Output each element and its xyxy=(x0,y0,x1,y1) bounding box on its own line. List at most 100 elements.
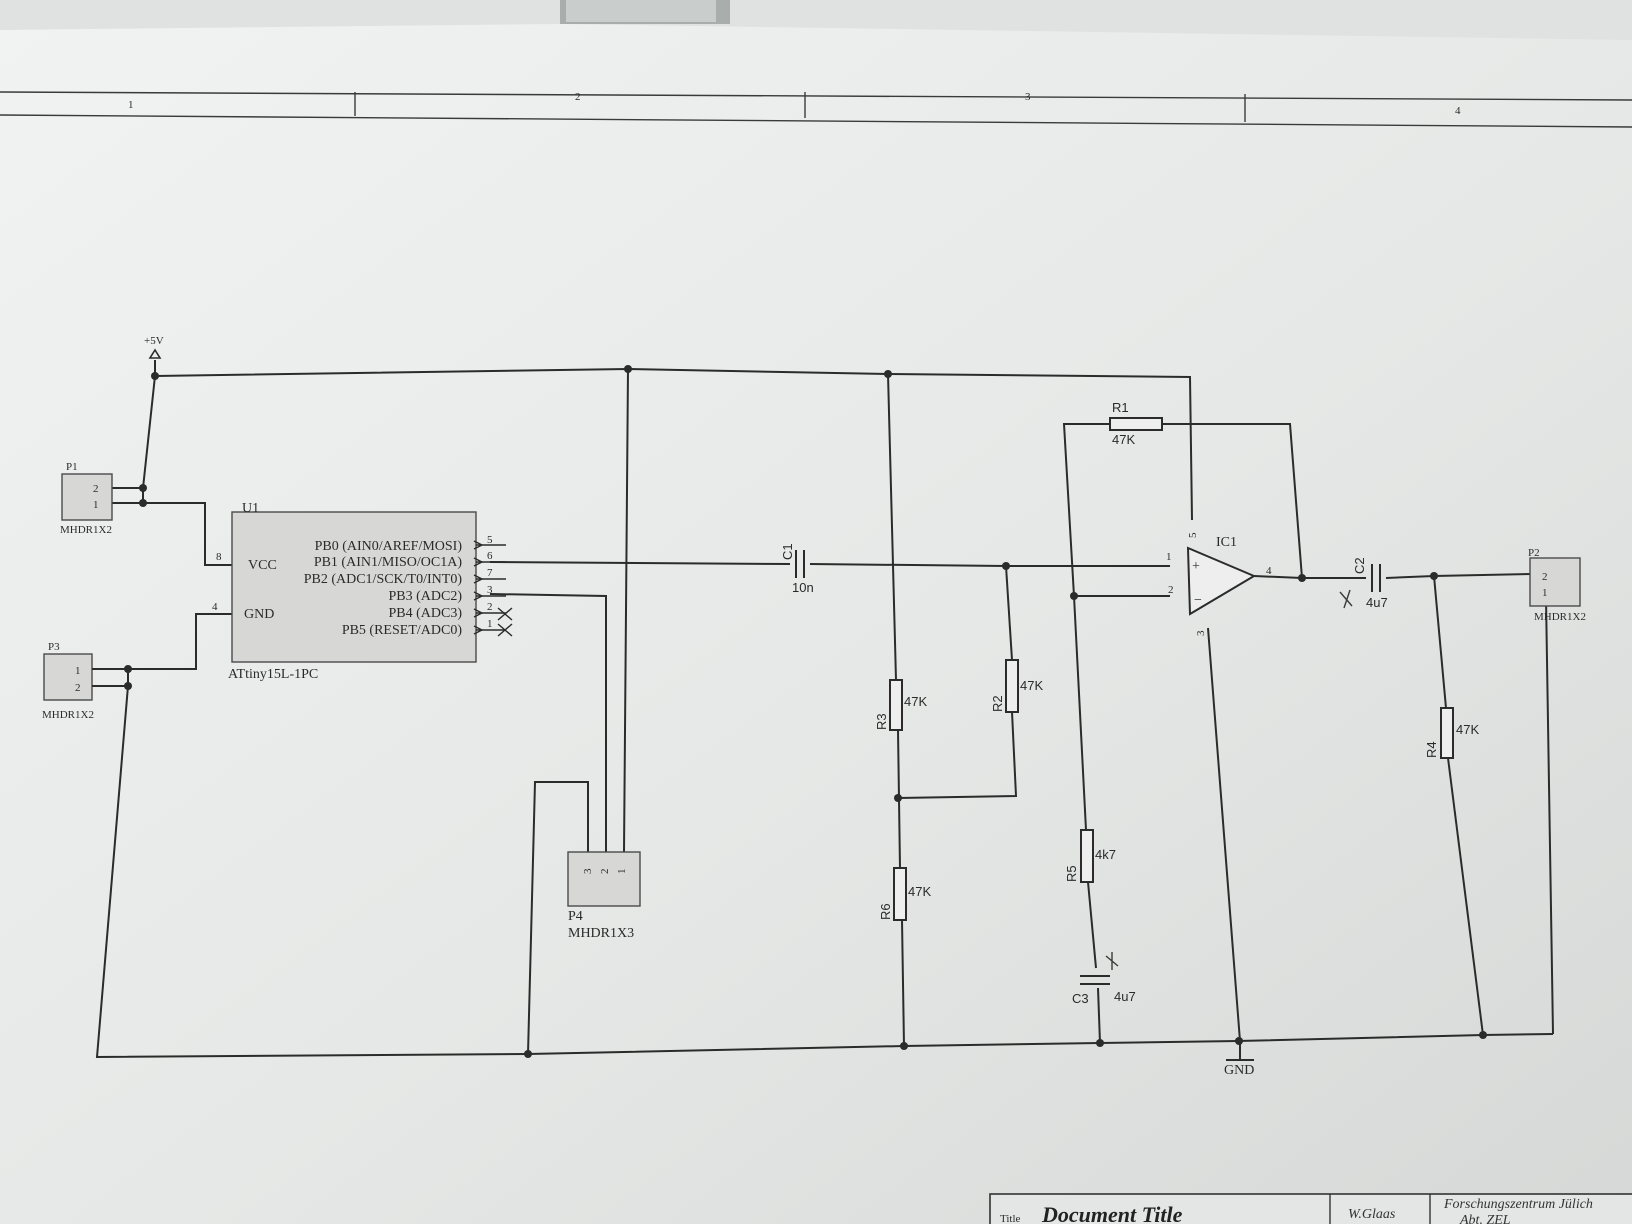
c3-value: 4u7 xyxy=(1114,989,1136,1004)
u1-pb5: PB5 (RESET/ADC0) xyxy=(342,623,463,638)
resistor-r5: R5 4k7 xyxy=(1064,829,1116,883)
ic1-pin5: 5 xyxy=(1187,532,1199,538)
c2-ref: C2 xyxy=(1352,557,1367,574)
u1-pin3: 3 xyxy=(487,584,493,596)
zone-label-1: 1 xyxy=(128,99,134,111)
r4-ref: R4 xyxy=(1424,741,1439,758)
zone-label-3: 3 xyxy=(1025,91,1031,103)
u1-pb0: PB0 (AIN0/AREF/MOSI) xyxy=(315,539,463,554)
r5-ref: R5 xyxy=(1064,865,1079,882)
p1-pin-1: 1 xyxy=(93,499,99,511)
r3-value: 47K xyxy=(904,694,927,709)
u1-pb3: PB3 (ADC2) xyxy=(388,589,462,604)
u1-gnd-num: 4 xyxy=(212,601,218,613)
ic1-pin1: 1 xyxy=(1166,551,1172,563)
u1-vcc-pin: VCC xyxy=(248,558,277,573)
document-title: Document Title xyxy=(1041,1202,1183,1224)
u1-pb1: PB1 (AIN1/MISO/OC1A) xyxy=(314,555,463,570)
pb3-to-p4-wire xyxy=(489,593,607,852)
u1-pin1: 1 xyxy=(487,618,493,630)
paper-sheet xyxy=(0,24,1632,1224)
capacitor-c1: C1 10n xyxy=(780,543,814,595)
junctions xyxy=(124,365,1487,1058)
author: W.Glaas xyxy=(1348,1207,1396,1222)
u1-value: ATtiny15L-1PC xyxy=(228,667,318,682)
vcc-drop-wire xyxy=(142,360,156,503)
r3-ref: R3 xyxy=(874,713,889,730)
r4-value: 47K xyxy=(1456,722,1479,737)
p1-value: MHDR1X2 xyxy=(60,524,112,536)
ic1-pin3: 3 xyxy=(1195,630,1207,636)
p2-pin-1: 1 xyxy=(1542,587,1548,599)
connector-p1: 2 1 P1 MHDR1X2 xyxy=(60,461,113,536)
ic1-pin4: 4 xyxy=(1266,565,1272,577)
p3-pin-1: 1 xyxy=(75,665,81,677)
u1-pb4: PB4 (ADC3) xyxy=(388,606,462,621)
u1-pin7: 7 xyxy=(487,567,493,579)
u1-ref: U1 xyxy=(242,501,259,516)
r2-ref: R2 xyxy=(990,695,1005,712)
vcc-to-p4-wire xyxy=(623,368,629,853)
department: Abt. ZEL xyxy=(1459,1213,1511,1224)
gnd-symbol: GND xyxy=(1224,1059,1254,1078)
p4-pin-1: 1 xyxy=(616,869,628,875)
frame-zone-ruler: 1 2 3 4 xyxy=(0,91,1632,128)
resistor-r4: R4 47K xyxy=(1424,707,1479,759)
p4-pin-3: 3 xyxy=(582,868,594,874)
connector-p2: 2 1 P2 MHDR1X2 xyxy=(1528,547,1586,623)
p4-pin-2: 2 xyxy=(599,869,611,875)
resistor-r6: R6 47K xyxy=(878,867,931,921)
c1-ref: C1 xyxy=(780,543,795,560)
p4-gnd-wire xyxy=(527,781,589,1055)
r5-value: 4k7 xyxy=(1095,847,1116,862)
connector-p4: 3 2 1 P4 MHDR1X3 xyxy=(567,851,641,941)
p4-ref: P4 xyxy=(568,909,583,924)
c3-ref: C3 xyxy=(1072,991,1089,1006)
wires xyxy=(95,360,1554,1060)
u1-pin2: 2 xyxy=(487,601,493,613)
capacitor-c3: C3 4u7 xyxy=(1072,952,1136,1006)
p1-ref: P1 xyxy=(66,461,78,473)
vcc-symbol: +5V xyxy=(144,335,164,359)
ic1-minus-sign: − xyxy=(1194,593,1202,608)
u1-gnd-pin: GND xyxy=(244,607,274,622)
u1-gnd-wire xyxy=(128,613,232,670)
p1-to-vcc-wire xyxy=(110,502,232,566)
r1-ref: R1 xyxy=(1112,400,1129,415)
r1-value: 47K xyxy=(1112,432,1135,447)
zone-label-4: 4 xyxy=(1455,105,1461,117)
ic1-pin2: 2 xyxy=(1168,584,1174,596)
connector-p3: 1 2 P3 MHDR1X2 xyxy=(42,641,94,721)
p1-pin-2: 2 xyxy=(93,483,99,495)
u1-pin5: 5 xyxy=(487,534,493,546)
ic1-plus-sign: + xyxy=(1192,559,1200,574)
r6-value: 47K xyxy=(908,884,931,899)
pb1-signal-wire xyxy=(489,561,791,565)
title-block: Title Document Title W.Glaas Forschungsz… xyxy=(989,1193,1632,1224)
resistor-r3: R3 47K xyxy=(874,679,927,731)
p2-pin-2: 2 xyxy=(1542,571,1548,583)
zone-label-2: 2 xyxy=(575,91,581,103)
r2-to-divider-wire xyxy=(897,711,1018,799)
r6-ref: R6 xyxy=(878,903,893,920)
p4-value: MHDR1X3 xyxy=(568,926,634,941)
u1-attiny: U1 ATtiny15L-1PC VCC 8 GND 4 PB0 (AIN0/A… xyxy=(212,501,513,682)
u1-pb2: PB2 (ADC1/SCK/T0/INT0) xyxy=(304,572,463,587)
organization: Forschungszentrum Jülich xyxy=(1443,1197,1593,1212)
r2-value: 47K xyxy=(1020,678,1043,693)
resistor-r1: R1 47K xyxy=(1109,400,1163,447)
u1-pin6: 6 xyxy=(487,550,493,562)
p3-value: MHDR1X2 xyxy=(42,709,94,721)
c1-value: 10n xyxy=(792,580,814,595)
u1-pin-stubs xyxy=(473,540,513,637)
p3-pin-2: 2 xyxy=(75,682,81,694)
ic1-ref: IC1 xyxy=(1216,535,1237,550)
title-label: Title xyxy=(1000,1213,1021,1224)
resistor-r2: R2 47K xyxy=(990,659,1043,713)
capacitor-c2: C2 4u7 xyxy=(1339,557,1388,610)
opamp-ic1: IC1 + − 1 2 4 5 3 xyxy=(1166,532,1272,636)
gnd-label: GND xyxy=(1224,1063,1254,1078)
gnd-rail-wire xyxy=(95,685,1554,1059)
